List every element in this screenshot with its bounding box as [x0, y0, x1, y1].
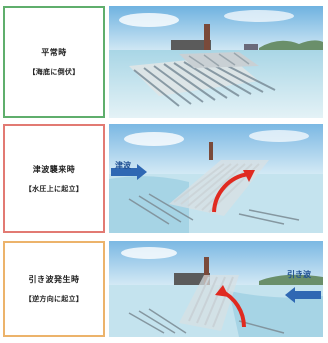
panel-backwash-subtitle: 【逆方向に起立】 [24, 295, 84, 303]
panel-backwash-illustration: 引き波 [109, 241, 323, 337]
panel-tsunami-title: 津波襲来時 [32, 164, 76, 174]
backwash-arrow-icon [285, 287, 321, 303]
raise-arrow-icon [243, 170, 255, 182]
tsunami-label: 津波 [115, 161, 131, 170]
panel-backwash-title: 引き波発生時 [28, 275, 80, 284]
panel-backwash-label: 引き波発生時 【逆方向に起立】 [3, 241, 105, 337]
panel-normal-illustration [109, 6, 323, 118]
panel-normal-subtitle: 【海底に倒伏】 [28, 68, 80, 76]
tsunami-scene-svg [109, 124, 323, 233]
reverse-raise-arrow-icon [215, 285, 229, 297]
panel-tsunami-subtitle: 【水圧上に起立】 [24, 184, 84, 193]
tsunami-arrow-icon [111, 164, 147, 180]
panel-tsunami-illustration: 津波 [109, 124, 323, 233]
normal-scene-svg [109, 6, 323, 118]
panel-normal-label: 平常時 【海底に倒伏】 [3, 6, 105, 118]
backwash-scene-svg [109, 241, 323, 337]
panel-normal-title: 平常時 [41, 48, 67, 57]
backwash-label: 引き波 [287, 270, 311, 279]
panel-tsunami-label: 津波襲来時 【水圧上に起立】 [3, 124, 105, 233]
